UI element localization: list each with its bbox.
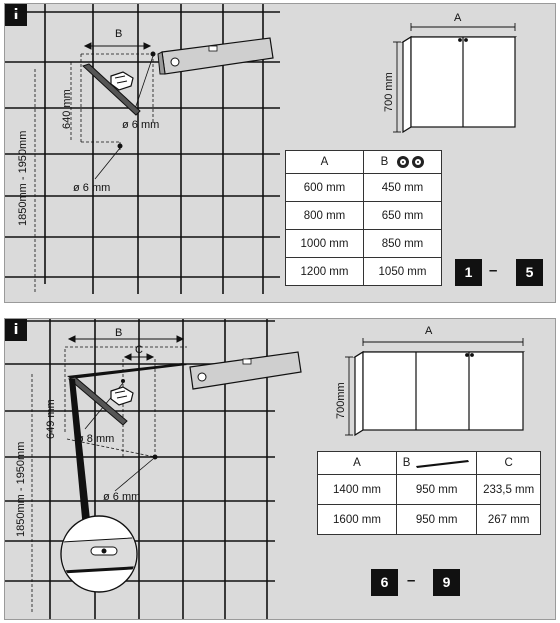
instruction-panel-two-door: i xyxy=(4,3,556,303)
table-header-A: A xyxy=(285,150,364,174)
dimension-640-label: 640 mm xyxy=(61,89,73,129)
step-range-separator: – xyxy=(489,262,498,279)
dimension-B-arrow xyxy=(83,42,152,50)
mounting-rail-icon xyxy=(416,459,470,468)
hand-icon xyxy=(110,71,134,91)
instruction-panel-three-door: i xyxy=(4,318,556,620)
table-header-B: B xyxy=(363,150,442,174)
dimension-C-label: C xyxy=(135,344,143,356)
table-header-B: B xyxy=(395,451,478,475)
pencil-icon xyxy=(82,63,141,116)
drill-hole xyxy=(121,379,125,383)
step-range-separator: – xyxy=(407,572,416,589)
dimension-A-label: A xyxy=(454,12,462,24)
rail-detail-zoom xyxy=(60,515,138,593)
drill-hole xyxy=(150,51,156,57)
dimension-649-label: 649 mm xyxy=(45,399,57,439)
spirit-level-icon xyxy=(189,351,302,390)
step-start-badge: 1 xyxy=(455,259,482,286)
cabinet-height-label: 700 mm xyxy=(383,72,395,112)
drill-size-label: ø 6 mm xyxy=(103,491,141,503)
mounting-rail xyxy=(67,363,187,379)
info-icon: i xyxy=(5,319,27,341)
hand-icon xyxy=(110,386,134,406)
table-header-C: C xyxy=(476,451,541,475)
step-start-badge: 6 xyxy=(371,569,398,596)
cabinet-height-label: 700mm xyxy=(335,382,347,419)
mounting-height-label: 1850mm - 1950mm xyxy=(17,130,29,226)
dimension-B-arrow xyxy=(67,335,185,343)
dimension-lines xyxy=(34,53,154,294)
mounting-height-label: 1850mm - 1950mm xyxy=(15,441,27,537)
step-end-badge: 9 xyxy=(433,569,460,596)
spirit-level-icon xyxy=(157,37,274,75)
dimension-B-label: B xyxy=(115,28,123,40)
table-header-A: A xyxy=(317,451,397,475)
drill-hole xyxy=(117,143,123,149)
drill-size-label: ø 6 mm xyxy=(73,182,111,194)
screw-holes-icon xyxy=(394,155,425,168)
pencil-icon xyxy=(68,376,128,426)
drill-hole xyxy=(152,454,158,460)
wall-mounting-illustration xyxy=(5,4,518,294)
wall-mounting-illustration xyxy=(5,319,526,619)
drill-size-label: ø 8 mm xyxy=(77,433,115,445)
dimension-B-label: B xyxy=(115,327,123,339)
dimension-A-label: A xyxy=(425,325,433,337)
step-end-badge: 5 xyxy=(516,259,543,286)
cabinet-two-door-illustration xyxy=(393,23,518,134)
dimension-lines xyxy=(31,346,187,614)
dimension-C-arrow xyxy=(123,353,155,361)
cabinet-three-door-illustration xyxy=(345,338,526,437)
drill-size-label: ø 6 mm xyxy=(122,119,160,131)
info-icon: i xyxy=(5,4,27,26)
